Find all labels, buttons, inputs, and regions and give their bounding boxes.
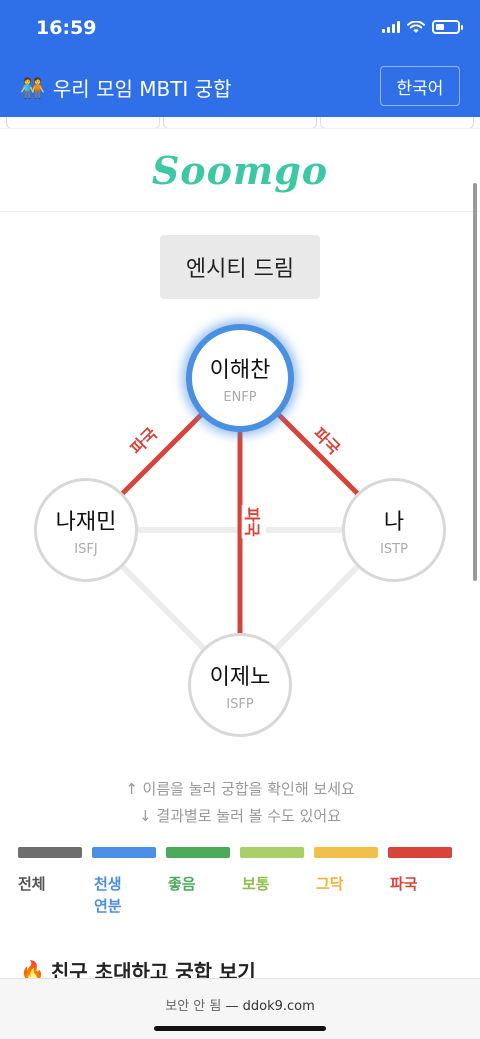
legend-label-soulmate[interactable]: 천생 연분	[94, 875, 122, 915]
edge-label-enfp-isfp: 파국	[241, 505, 266, 539]
page-title-text: 우리 모임 MBTI 궁합	[52, 77, 232, 101]
ad-logo: Soomgo	[151, 147, 329, 193]
node-type: ENFP	[223, 389, 257, 405]
wifi-icon	[407, 20, 425, 33]
signal-icon	[382, 21, 400, 33]
node-enfp[interactable]: 이해찬 ENFP	[186, 324, 294, 432]
group-name-button[interactable]: 엔시티 드림	[160, 235, 320, 299]
people-holding-hands-icon: 🧑‍🤝‍🧑	[20, 75, 45, 100]
app-header: 16:59 🧑‍🤝‍🧑 우리 모임 MBTI 궁합 한국어	[0, 0, 480, 117]
node-type: ISTP	[380, 541, 408, 557]
node-istp[interactable]: 나 ISTP	[342, 478, 446, 582]
url-separator: —	[221, 999, 243, 1014]
hint-filter-result: ↓ 결과별로 눌러 볼 수도 있어요	[138, 807, 341, 825]
legend-bar-all[interactable]	[18, 847, 82, 858]
url-text[interactable]: 보안 안 됨 — ddok9.com	[0, 995, 480, 1014]
page-title: 🧑‍🤝‍🧑 우리 모임 MBTI 궁합	[20, 73, 231, 102]
legend-bar-pakuk[interactable]	[388, 847, 452, 858]
node-isfp[interactable]: 이제노 ISFP	[188, 633, 292, 737]
node-isfj[interactable]: 나재민 ISFJ	[34, 478, 138, 582]
hint-tap-name: ↑ 이름을 눌러 궁합을 확인해 보세요	[125, 780, 355, 798]
security-label: 보안 안 됨	[165, 999, 222, 1014]
legend-bar-soulmate[interactable]	[92, 847, 156, 858]
browser-url-bar[interactable]: 보안 안 됨 — ddok9.com	[0, 978, 480, 1039]
legend-label-good[interactable]: 좋음	[168, 875, 196, 893]
legend-label-pakuk[interactable]: 파국	[390, 875, 418, 893]
url-domain: ddok9.com	[242, 999, 315, 1014]
legend-label-all[interactable]: 전체	[18, 875, 46, 893]
legend-label-meh[interactable]: 그닥	[316, 875, 344, 893]
node-type: ISFJ	[74, 541, 98, 557]
battery-icon	[432, 20, 463, 34]
legend-bar-normal[interactable]	[240, 847, 304, 858]
legend-bar-good[interactable]	[166, 847, 230, 858]
legend-bar-meh[interactable]	[314, 847, 378, 858]
status-icons	[382, 20, 463, 34]
home-indicator[interactable]	[154, 1026, 326, 1031]
language-button[interactable]: 한국어	[380, 66, 460, 106]
legend-label-normal[interactable]: 보통	[242, 875, 270, 893]
ad-banner[interactable]: Soomgo	[0, 128, 480, 212]
node-name: 나재민	[55, 509, 117, 535]
node-name: 나	[383, 509, 405, 535]
node-type: ISFP	[226, 696, 254, 712]
compatibility-graph: 파국 파국 파국 이해찬 ENFP 나재민 ISFJ 나 ISTP 이제노 IS…	[0, 310, 480, 770]
scrollbar[interactable]	[473, 183, 477, 581]
node-name: 이해찬	[209, 357, 271, 383]
node-name: 이제노	[209, 664, 271, 690]
status-time: 16:59	[36, 17, 97, 39]
